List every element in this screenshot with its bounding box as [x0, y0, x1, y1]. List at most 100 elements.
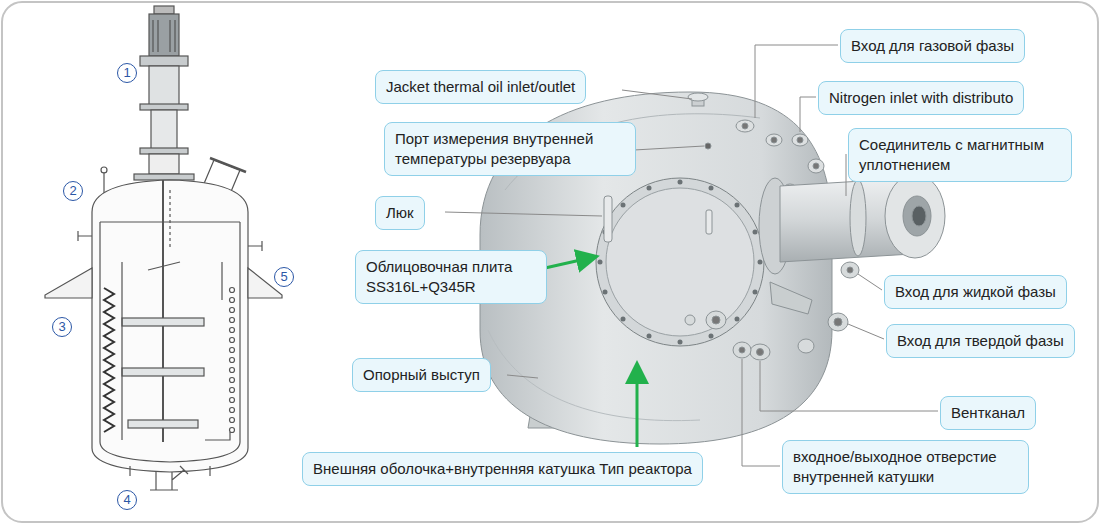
- reactor-section-drawing: [230, 428, 235, 433]
- label-text: Вход для газовой фазы: [851, 36, 1014, 56]
- callout-number: 2: [63, 181, 83, 201]
- reactor-3d-view: [706, 311, 726, 329]
- label-box: Вход для газовой фазы: [840, 29, 1025, 63]
- reactor-3d-view: [685, 262, 859, 360]
- reactor-section-drawing: [230, 378, 235, 383]
- reactor-section-drawing: [150, 466, 188, 490]
- reactor-section-drawing: [101, 167, 107, 173]
- reactor-3d-view: [885, 174, 945, 258]
- reactor-section-drawing: [230, 348, 235, 353]
- reactor-section-drawing: [157, 20, 158, 52]
- reactor-section-drawing: [78, 231, 92, 241]
- reactor-3d-view: [621, 203, 626, 208]
- callout-number: 1: [117, 63, 137, 83]
- label-box: Jacket thermal oil inlet/outlet: [375, 70, 586, 104]
- reactor-section-drawing: [230, 358, 235, 363]
- reactor-3d-view: [850, 180, 866, 256]
- reactor-section-drawing: [45, 268, 92, 298]
- reactor-3d-view: [596, 178, 764, 346]
- reactor-section-drawing: [149, 66, 179, 106]
- callout-text: 5: [275, 268, 293, 285]
- reactor-section-drawing: [230, 288, 235, 433]
- label-box: Вход для твердой фазы: [886, 324, 1075, 358]
- reactor-3d-view: [834, 318, 842, 326]
- label-text: Опорный выступ: [363, 365, 480, 385]
- reactor-section-drawing: [129, 466, 130, 476]
- reactor-section-drawing: [230, 328, 235, 333]
- callout-text: 1: [118, 64, 136, 81]
- reactor-3d-view: [753, 290, 758, 295]
- leader-line: [800, 97, 816, 132]
- reactor-3d-view: [750, 344, 770, 360]
- reactor-3d-view: [709, 186, 714, 191]
- reactor-3d-view: [736, 120, 754, 132]
- reactor-3d-view: [735, 317, 740, 322]
- green-arrow: [545, 257, 594, 268]
- reactor-section-drawing: [151, 110, 177, 150]
- reactor-section-drawing: [128, 420, 198, 428]
- reactor-3d-view: [598, 260, 603, 265]
- reactor-3d-view: [792, 134, 808, 146]
- reactor-3d-view: [841, 262, 859, 278]
- callout-text: 4: [118, 491, 136, 508]
- reactor-3d-view: [621, 317, 626, 322]
- reactor-section-drawing: [45, 6, 282, 490]
- reactor-section-drawing: [140, 104, 188, 110]
- reactor-3d-view: [813, 163, 819, 169]
- label-text: Порт измерения внутренней температуры ре…: [395, 129, 625, 169]
- reactor-3d-view: [771, 137, 777, 143]
- reactor-3d-view: [712, 316, 720, 324]
- reactor-section-drawing: [122, 368, 204, 376]
- reactor-3d-view: [798, 339, 814, 353]
- reactor-section-drawing: [210, 158, 246, 172]
- reactor-3d-view: [606, 188, 754, 336]
- reactor-3d-view: [705, 143, 711, 149]
- reactor-section-drawing: [152, 20, 153, 52]
- leader-line: [507, 375, 538, 378]
- reactor-3d-view: [903, 196, 931, 236]
- reactor-3d-view: [735, 203, 740, 208]
- reactor-3d-view: [757, 349, 764, 356]
- label-box: Люк: [375, 196, 425, 230]
- reactor-3d-view: [739, 347, 745, 353]
- reactor-3d-view: [688, 93, 708, 101]
- reactor-section-drawing: [205, 432, 230, 440]
- label-text: Jacket thermal oil inlet/outlet: [386, 77, 575, 97]
- reactor-section-drawing: [154, 6, 174, 14]
- reactor-3d-view: [647, 334, 652, 339]
- label-text: Вход для жидкой фазы: [895, 282, 1056, 302]
- reactor-section-drawing: [230, 298, 235, 303]
- callout-number: 3: [52, 317, 72, 337]
- leader-line: [760, 361, 938, 411]
- green-arrow: [636, 366, 639, 447]
- label-box: Опорный выступ: [352, 358, 491, 392]
- label-box: Вход для жидкой фазы: [884, 275, 1067, 309]
- leader-line: [445, 212, 602, 216]
- label-text: Люк: [386, 203, 414, 223]
- reactor-section-drawing: [148, 262, 180, 270]
- label-text: Внешняя оболочка+внутренняя катушка Тип …: [313, 459, 692, 479]
- reactor-section-drawing: [230, 408, 235, 413]
- callout-number: 5: [274, 267, 294, 287]
- callout-text: 2: [64, 182, 82, 199]
- label-text: Вентканал: [951, 403, 1025, 423]
- reactor-section-drawing: [230, 318, 235, 323]
- leader-line: [848, 324, 884, 339]
- reactor-section-drawing: [149, 154, 179, 174]
- reactor-3d-view: [733, 342, 751, 358]
- reactor-section-drawing: [248, 241, 262, 251]
- reactor-3d-view: [685, 315, 695, 325]
- reactor-section-drawing: [134, 174, 194, 180]
- reactor-3d-view: [706, 210, 712, 234]
- reactor-3d-view: [742, 123, 748, 129]
- label-text: Облицовочная плита SS316L+Q345R: [366, 257, 536, 297]
- reactor-section-drawing: [209, 466, 210, 476]
- reactor-section-drawing: [174, 20, 175, 52]
- reactor-section-drawing: [140, 148, 188, 154]
- callout-number: 4: [117, 490, 137, 510]
- reactor-3d-view: [828, 313, 848, 331]
- reactor-3d-view: [709, 334, 714, 339]
- label-box: Nitrogen inlet with distributo: [818, 81, 1024, 115]
